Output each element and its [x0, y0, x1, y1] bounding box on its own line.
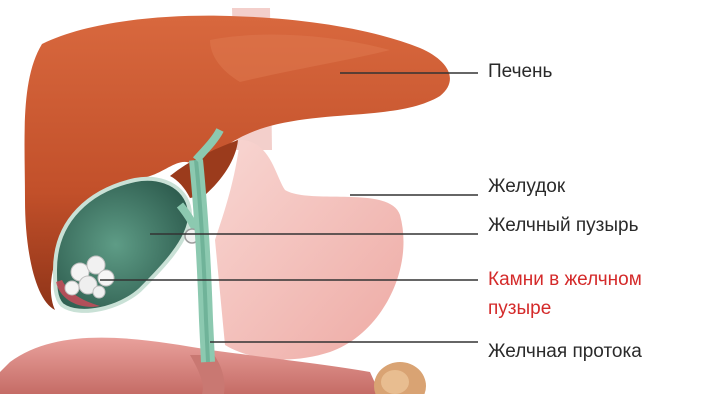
gallbladder-label: Желчный пузырь — [488, 215, 638, 237]
liver-label: Печень — [488, 61, 552, 83]
gallstones-label-line1: Камни в желчном — [488, 269, 642, 291]
stomach-label: Желудок — [488, 176, 565, 198]
stomach — [215, 140, 404, 359]
gallstones-label-line2: пузыре — [488, 298, 551, 320]
bile-duct-label: Желчная протока — [488, 341, 642, 363]
